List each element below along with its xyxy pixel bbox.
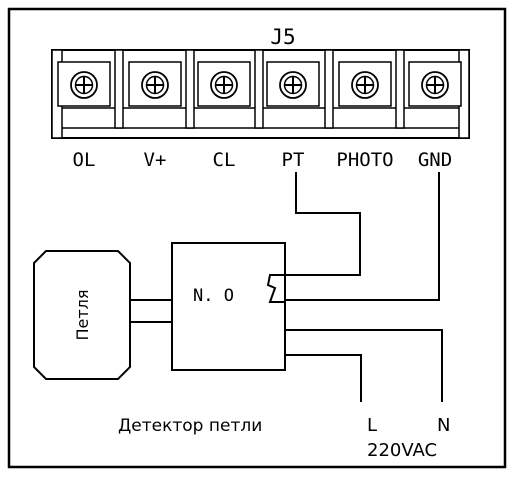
terminal-label-ol: OL <box>73 149 96 171</box>
wire-line <box>285 354 362 402</box>
terminal-divider <box>114 49 124 129</box>
terminal-divider <box>254 49 264 129</box>
power-supply-label: 220VAC <box>367 440 437 461</box>
loop-box <box>33 250 131 380</box>
terminal-divider <box>185 49 195 129</box>
terminal-cl <box>197 61 251 107</box>
power-neutral-label: N <box>437 415 450 436</box>
terminal-label-v-plus: V+ <box>144 149 167 171</box>
detector-contact-label: N. O <box>193 286 234 306</box>
terminal-label-photo: PHOTO <box>336 149 393 171</box>
loop-label: Петля <box>73 289 92 340</box>
detector-caption: Детектор петли <box>118 416 262 436</box>
terminal-pt <box>266 61 320 107</box>
terminal-label-gnd: GND <box>418 149 452 171</box>
detector-box <box>171 242 286 371</box>
wire-neutral <box>285 329 443 402</box>
loop-detector: N. O <box>171 242 286 371</box>
power-line-label: L <box>367 415 377 436</box>
connector-title: J5 <box>270 25 295 49</box>
loop: Петля <box>33 250 131 380</box>
normally-open-contact-icon <box>266 274 285 303</box>
wire-pt <box>285 172 361 276</box>
outer-border <box>7 7 507 469</box>
terminal-label-cl: CL <box>213 149 236 171</box>
terminal-divider <box>324 49 334 129</box>
terminal-photo <box>338 61 392 107</box>
terminal-v-plus <box>128 61 182 107</box>
terminal-block <box>51 49 470 139</box>
wire-gnd <box>285 172 440 301</box>
terminal-ol <box>57 61 111 107</box>
terminal-divider <box>395 49 405 129</box>
terminal-gnd <box>408 61 462 107</box>
terminal-label-pt: PT <box>282 149 305 171</box>
